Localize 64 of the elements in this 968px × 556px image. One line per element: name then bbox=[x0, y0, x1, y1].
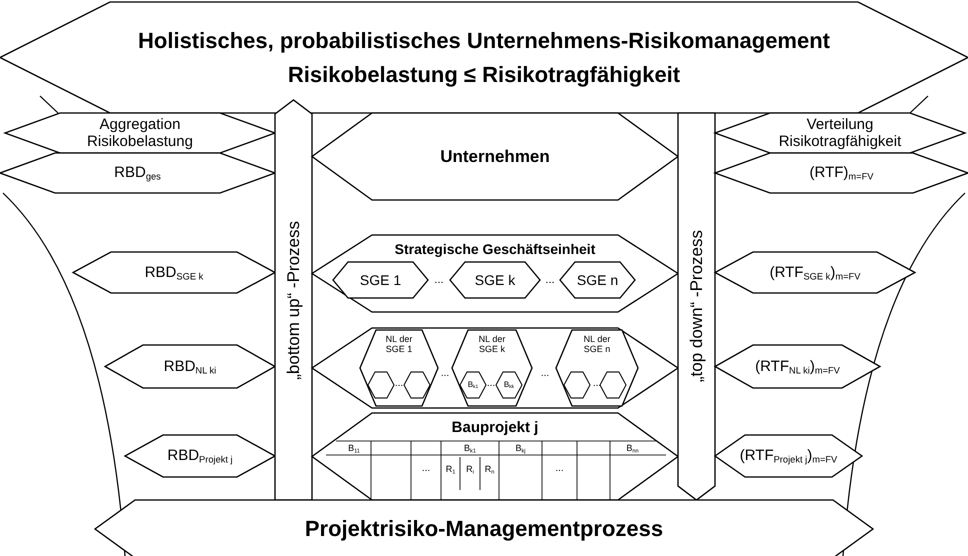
box-label: Aggregation Risikobelastung bbox=[86, 116, 194, 150]
table-entry: R$_{1}$ bbox=[444, 463, 456, 478]
hexagon-box bbox=[715, 252, 915, 293]
ellipsis-label: ... bbox=[486, 378, 496, 390]
box-label: RBD$_{SGE k}$ bbox=[144, 264, 204, 282]
box-label: SGE 1 bbox=[360, 272, 402, 288]
hexagon-box bbox=[105, 345, 275, 388]
box-title: Strategische Geschäftseinheit bbox=[394, 241, 596, 258]
hexagon-box bbox=[404, 372, 430, 398]
table-entry: ... bbox=[420, 462, 432, 476]
hexagon-box bbox=[0, 153, 275, 193]
hexagon-box bbox=[73, 252, 275, 293]
box-title: Bauprojekt j bbox=[452, 419, 538, 436]
box-label: NL der SGE n bbox=[582, 334, 612, 355]
hexagon-box bbox=[333, 262, 428, 298]
box-label: RBD$_{ges}$ bbox=[114, 164, 161, 182]
ellipsis-label: ... bbox=[592, 378, 602, 390]
hexagon-box bbox=[450, 262, 540, 298]
table-entry: ... bbox=[554, 462, 565, 476]
table-entry: B$_{11}$ bbox=[347, 442, 361, 456]
ellipsis-label: ... bbox=[394, 378, 404, 390]
box-title: Unternehmen bbox=[440, 146, 550, 166]
box-label: (RTF)$_{m=FV}$ bbox=[810, 164, 874, 182]
ellipsis-label: ... bbox=[433, 273, 445, 288]
ellipsis-label: ... bbox=[440, 368, 450, 380]
box-title: Projektrisiko-Managementprozess bbox=[304, 516, 664, 542]
table-entry: B$_{nn}$ bbox=[625, 442, 640, 456]
hexagon-box bbox=[312, 413, 678, 500]
hexagon-box bbox=[560, 262, 635, 298]
box-label: „bottom up“ -Prozess bbox=[284, 220, 304, 380]
box-label: Verteilung Risikotragfähigkeit bbox=[778, 116, 902, 150]
hexagon-box bbox=[564, 372, 590, 398]
hexagon-box bbox=[368, 372, 394, 398]
table-entry: B$_{kj}$ bbox=[514, 442, 527, 456]
table-entry: R$_{n}$ bbox=[484, 463, 496, 478]
hexagon-box bbox=[715, 345, 880, 388]
box-label: NL der SGE 1 bbox=[384, 334, 414, 355]
ellipsis-label: ... bbox=[544, 273, 556, 288]
box-label: „top down“ -Prozess bbox=[686, 230, 706, 383]
box-label: SGE k bbox=[474, 272, 516, 288]
box-label: RBD$_{NL ki}$ bbox=[164, 358, 216, 376]
hexagon-box bbox=[715, 435, 862, 477]
hexagon-box bbox=[95, 500, 873, 556]
hexagon-box bbox=[452, 330, 532, 406]
table-entry: B$_{k1}$ bbox=[463, 442, 477, 456]
box-label: SGE n bbox=[576, 272, 618, 288]
hexagon-box bbox=[312, 328, 678, 408]
box-label: (RTF$_{Projekt j}$)$_{m=FV}$ bbox=[740, 447, 838, 465]
hexagon-box bbox=[496, 372, 522, 398]
hexagon-box bbox=[125, 435, 275, 477]
hexagon-box bbox=[360, 330, 438, 406]
hexagon-box bbox=[600, 372, 626, 398]
hexagon-box bbox=[556, 330, 638, 406]
box-title: Holistisches, probabilistisches Unternehmens-Risikomanagement bbox=[138, 28, 830, 54]
box-title: Risikobelastung ≤ Risikotragfähigkeit bbox=[288, 62, 680, 87]
box-label: (RTF$_{NL ki}$)$_{m=FV}$ bbox=[755, 358, 840, 376]
box-label: (RTF$_{SGE k}$)$_{m=FV}$ bbox=[770, 264, 860, 282]
hexagon-box bbox=[460, 372, 486, 398]
hexagon-box bbox=[715, 153, 968, 193]
ellipsis-label: ... bbox=[540, 368, 550, 380]
box-label: RBD$_{Projekt j}$ bbox=[167, 447, 233, 465]
box-label: NL der SGE k bbox=[478, 334, 506, 355]
hexagon-box bbox=[312, 235, 678, 312]
table-entry: R$_{i}$ bbox=[465, 463, 475, 478]
